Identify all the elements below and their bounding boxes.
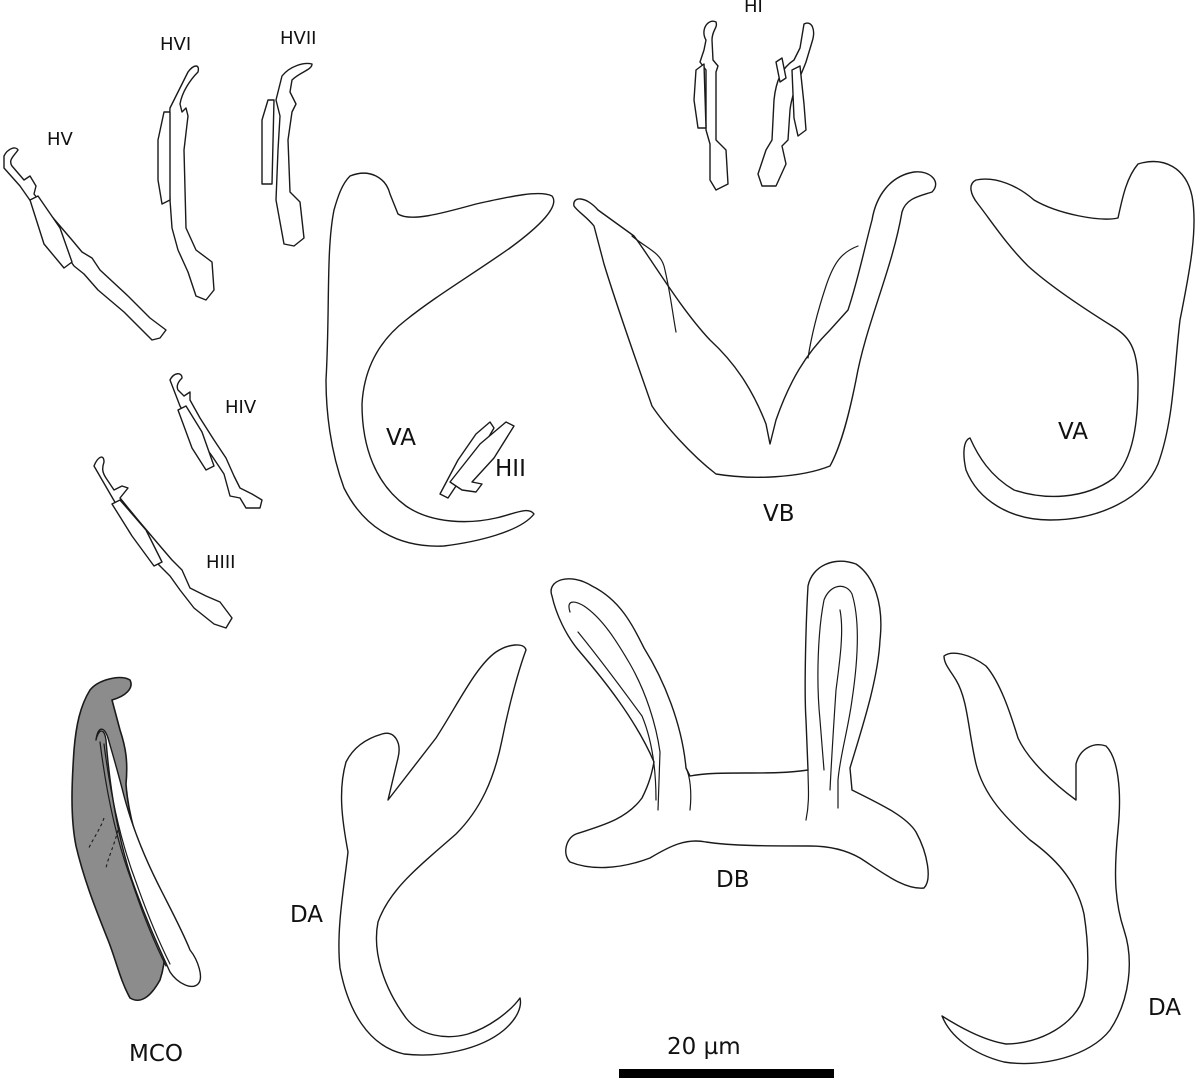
- ventral-anchor-left: [325, 172, 555, 547]
- label-va-right: VA: [1058, 419, 1088, 445]
- hook-hvii: [261, 62, 313, 247]
- dorsal-bar: [550, 560, 929, 889]
- hook-hiii: [93, 456, 233, 629]
- label-va-left: VA: [386, 425, 416, 451]
- label-hiii: HIII: [206, 552, 236, 573]
- hook-hii: [439, 421, 515, 499]
- hook-hv: [3, 147, 167, 341]
- hook-hi: [693, 20, 815, 191]
- dorsal-anchor-right: [941, 652, 1130, 1065]
- label-da-right: DA: [1148, 995, 1182, 1021]
- scale-bar: [619, 1069, 834, 1078]
- ventral-anchor-right: [963, 160, 1195, 521]
- male-copulatory-organ: [71, 676, 202, 1002]
- label-da-left: DA: [290, 902, 324, 928]
- ventral-bar: [573, 171, 937, 478]
- label-hvi: HVI: [160, 34, 192, 55]
- scale-bar-label: 20 µm: [667, 1034, 741, 1060]
- label-vb: VB: [763, 501, 795, 527]
- label-hv: HV: [47, 129, 73, 150]
- label-hiv: HIV: [225, 397, 257, 418]
- label-db: DB: [716, 867, 750, 893]
- label-hii: HII: [495, 456, 526, 482]
- hook-hiv: [169, 373, 263, 509]
- label-hi: HI: [744, 0, 763, 17]
- label-hvii: HVII: [280, 28, 317, 49]
- dorsal-anchor-left: [338, 644, 527, 1056]
- hook-hvi: [157, 65, 215, 301]
- label-mco: MCO: [129, 1041, 184, 1067]
